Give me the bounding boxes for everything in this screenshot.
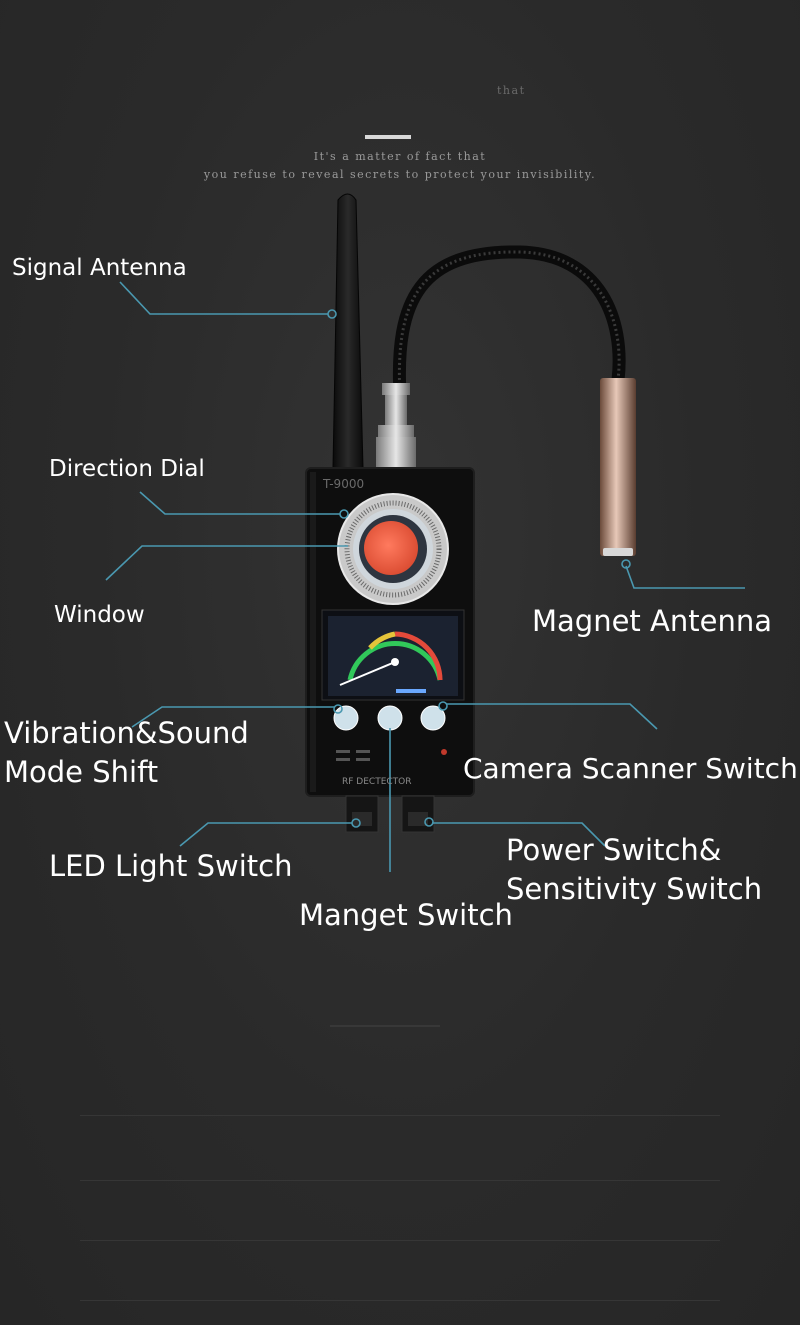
- magnet-antenna: [392, 245, 636, 556]
- footer-divider: [80, 1180, 720, 1181]
- label-vibration-line2: Mode Shift: [4, 755, 159, 789]
- signal-antenna: [332, 193, 364, 469]
- device-bottom-text: RF DECTECTOR: [342, 777, 412, 787]
- footer-blur: [330, 1025, 440, 1027]
- device-model: T-9000: [323, 477, 365, 491]
- label-vibration-line1: Vibration&Sound: [4, 716, 249, 750]
- antenna-connector: [376, 383, 416, 467]
- label-window: Window: [54, 602, 145, 628]
- header-tagline-line1: It's a matter of fact that: [313, 150, 487, 163]
- label-signal-antenna: Signal Antenna: [12, 255, 187, 281]
- label-direction-dial: Direction Dial: [49, 456, 205, 482]
- window-lens: [364, 521, 418, 575]
- callout-lines: [105, 281, 745, 872]
- label-led-light: LED Light Switch: [49, 849, 293, 883]
- label-power-line2: Sensitivity Switch: [506, 872, 763, 906]
- footer-divider: [80, 1115, 720, 1116]
- label-magnet-antenna: Magnet Antenna: [532, 604, 772, 638]
- header-tagline-line2: you refuse to reveal secrets to protect …: [203, 168, 597, 181]
- label-magnet-switch: Manget Switch: [299, 898, 513, 932]
- signal-display: [321, 609, 465, 701]
- footer-divider: [80, 1300, 720, 1301]
- direction-dial: [337, 493, 449, 605]
- label-camera-scanner: Camera Scanner Switch: [463, 752, 798, 785]
- header-divider: [365, 135, 411, 139]
- footer-divider: [80, 1240, 720, 1241]
- label-power-line1: Power Switch&: [506, 833, 722, 867]
